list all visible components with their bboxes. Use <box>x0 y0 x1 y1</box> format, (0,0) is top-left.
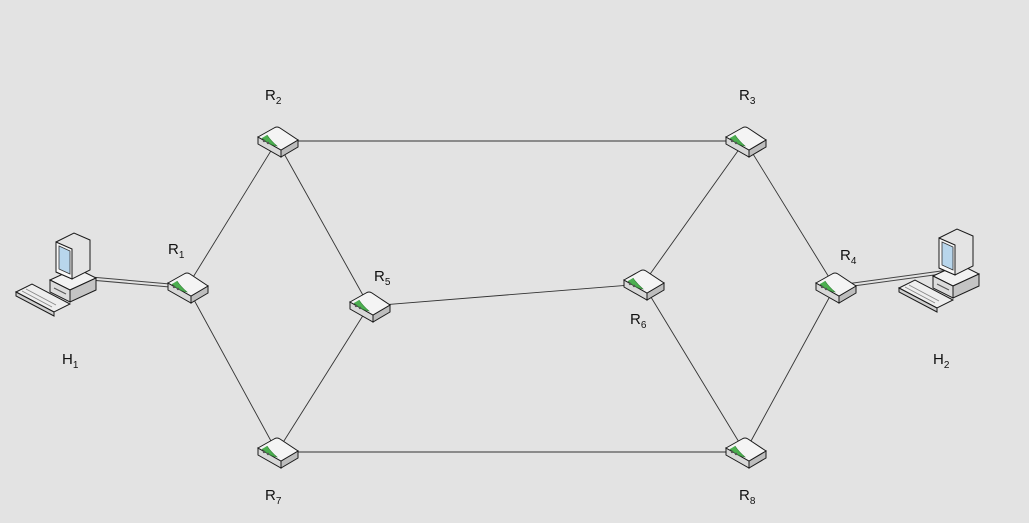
r3-router-icon <box>724 126 767 158</box>
r8-label-subscript: 8 <box>750 496 756 507</box>
r4-router-icon <box>814 272 857 304</box>
r7-label-subscript: 7 <box>276 496 282 507</box>
r1-label: R1 <box>168 241 185 261</box>
link-r5-r6 <box>368 283 644 307</box>
r3-label: R3 <box>739 87 756 107</box>
link-r8-r4 <box>744 286 836 453</box>
r5-router-icon <box>348 291 391 323</box>
h2-label-letter: H <box>933 351 944 368</box>
r7-router-icon <box>256 437 299 469</box>
link-r4-h2 <box>834 270 945 287</box>
r8-router-icon <box>724 437 767 469</box>
h2-computer-icon <box>897 228 981 313</box>
h2-label-subscript: 2 <box>944 360 950 371</box>
links-layer <box>61 140 946 453</box>
r8-label: R8 <box>739 487 756 507</box>
r4-label-subscript: 4 <box>851 256 857 267</box>
r7-label: R7 <box>265 487 282 507</box>
h1-computer-icon <box>14 232 98 317</box>
r4-label-letter: R <box>840 247 851 264</box>
r4-label: R4 <box>840 247 857 267</box>
r8-label-letter: R <box>739 487 750 504</box>
r2-label: R2 <box>265 87 282 107</box>
r2-router-icon <box>256 126 299 158</box>
r1-router-icon <box>166 272 209 304</box>
r3-label-letter: R <box>739 87 750 104</box>
r6-label-letter: R <box>630 311 641 328</box>
r6-label: R6 <box>630 311 647 331</box>
r5-label-subscript: 5 <box>385 277 391 288</box>
h1-label-letter: H <box>62 351 73 368</box>
r3-label-subscript: 3 <box>750 96 756 107</box>
link-r7-r5 <box>276 305 370 453</box>
h1-label: H1 <box>62 351 79 371</box>
r1-label-subscript: 1 <box>179 250 185 261</box>
r7-label-letter: R <box>265 487 276 504</box>
link-r6-r8 <box>642 283 746 453</box>
link-r1-r7 <box>186 286 278 453</box>
h1-label-subscript: 1 <box>73 360 79 371</box>
r2-label-subscript: 2 <box>276 96 282 107</box>
r6-router-icon <box>622 269 665 301</box>
link-r6-r3 <box>642 140 746 285</box>
r1-label-letter: R <box>168 241 179 258</box>
link-r1-r2 <box>186 140 278 288</box>
nodes-layer <box>14 126 981 469</box>
r6-label-subscript: 6 <box>641 320 647 331</box>
r5-label-letter: R <box>374 268 385 285</box>
link-r2-r5 <box>276 140 370 307</box>
link-r3-r4 <box>744 140 836 288</box>
r5-label: R5 <box>374 268 391 288</box>
r2-label-letter: R <box>265 87 276 104</box>
h2-label: H2 <box>933 351 950 371</box>
